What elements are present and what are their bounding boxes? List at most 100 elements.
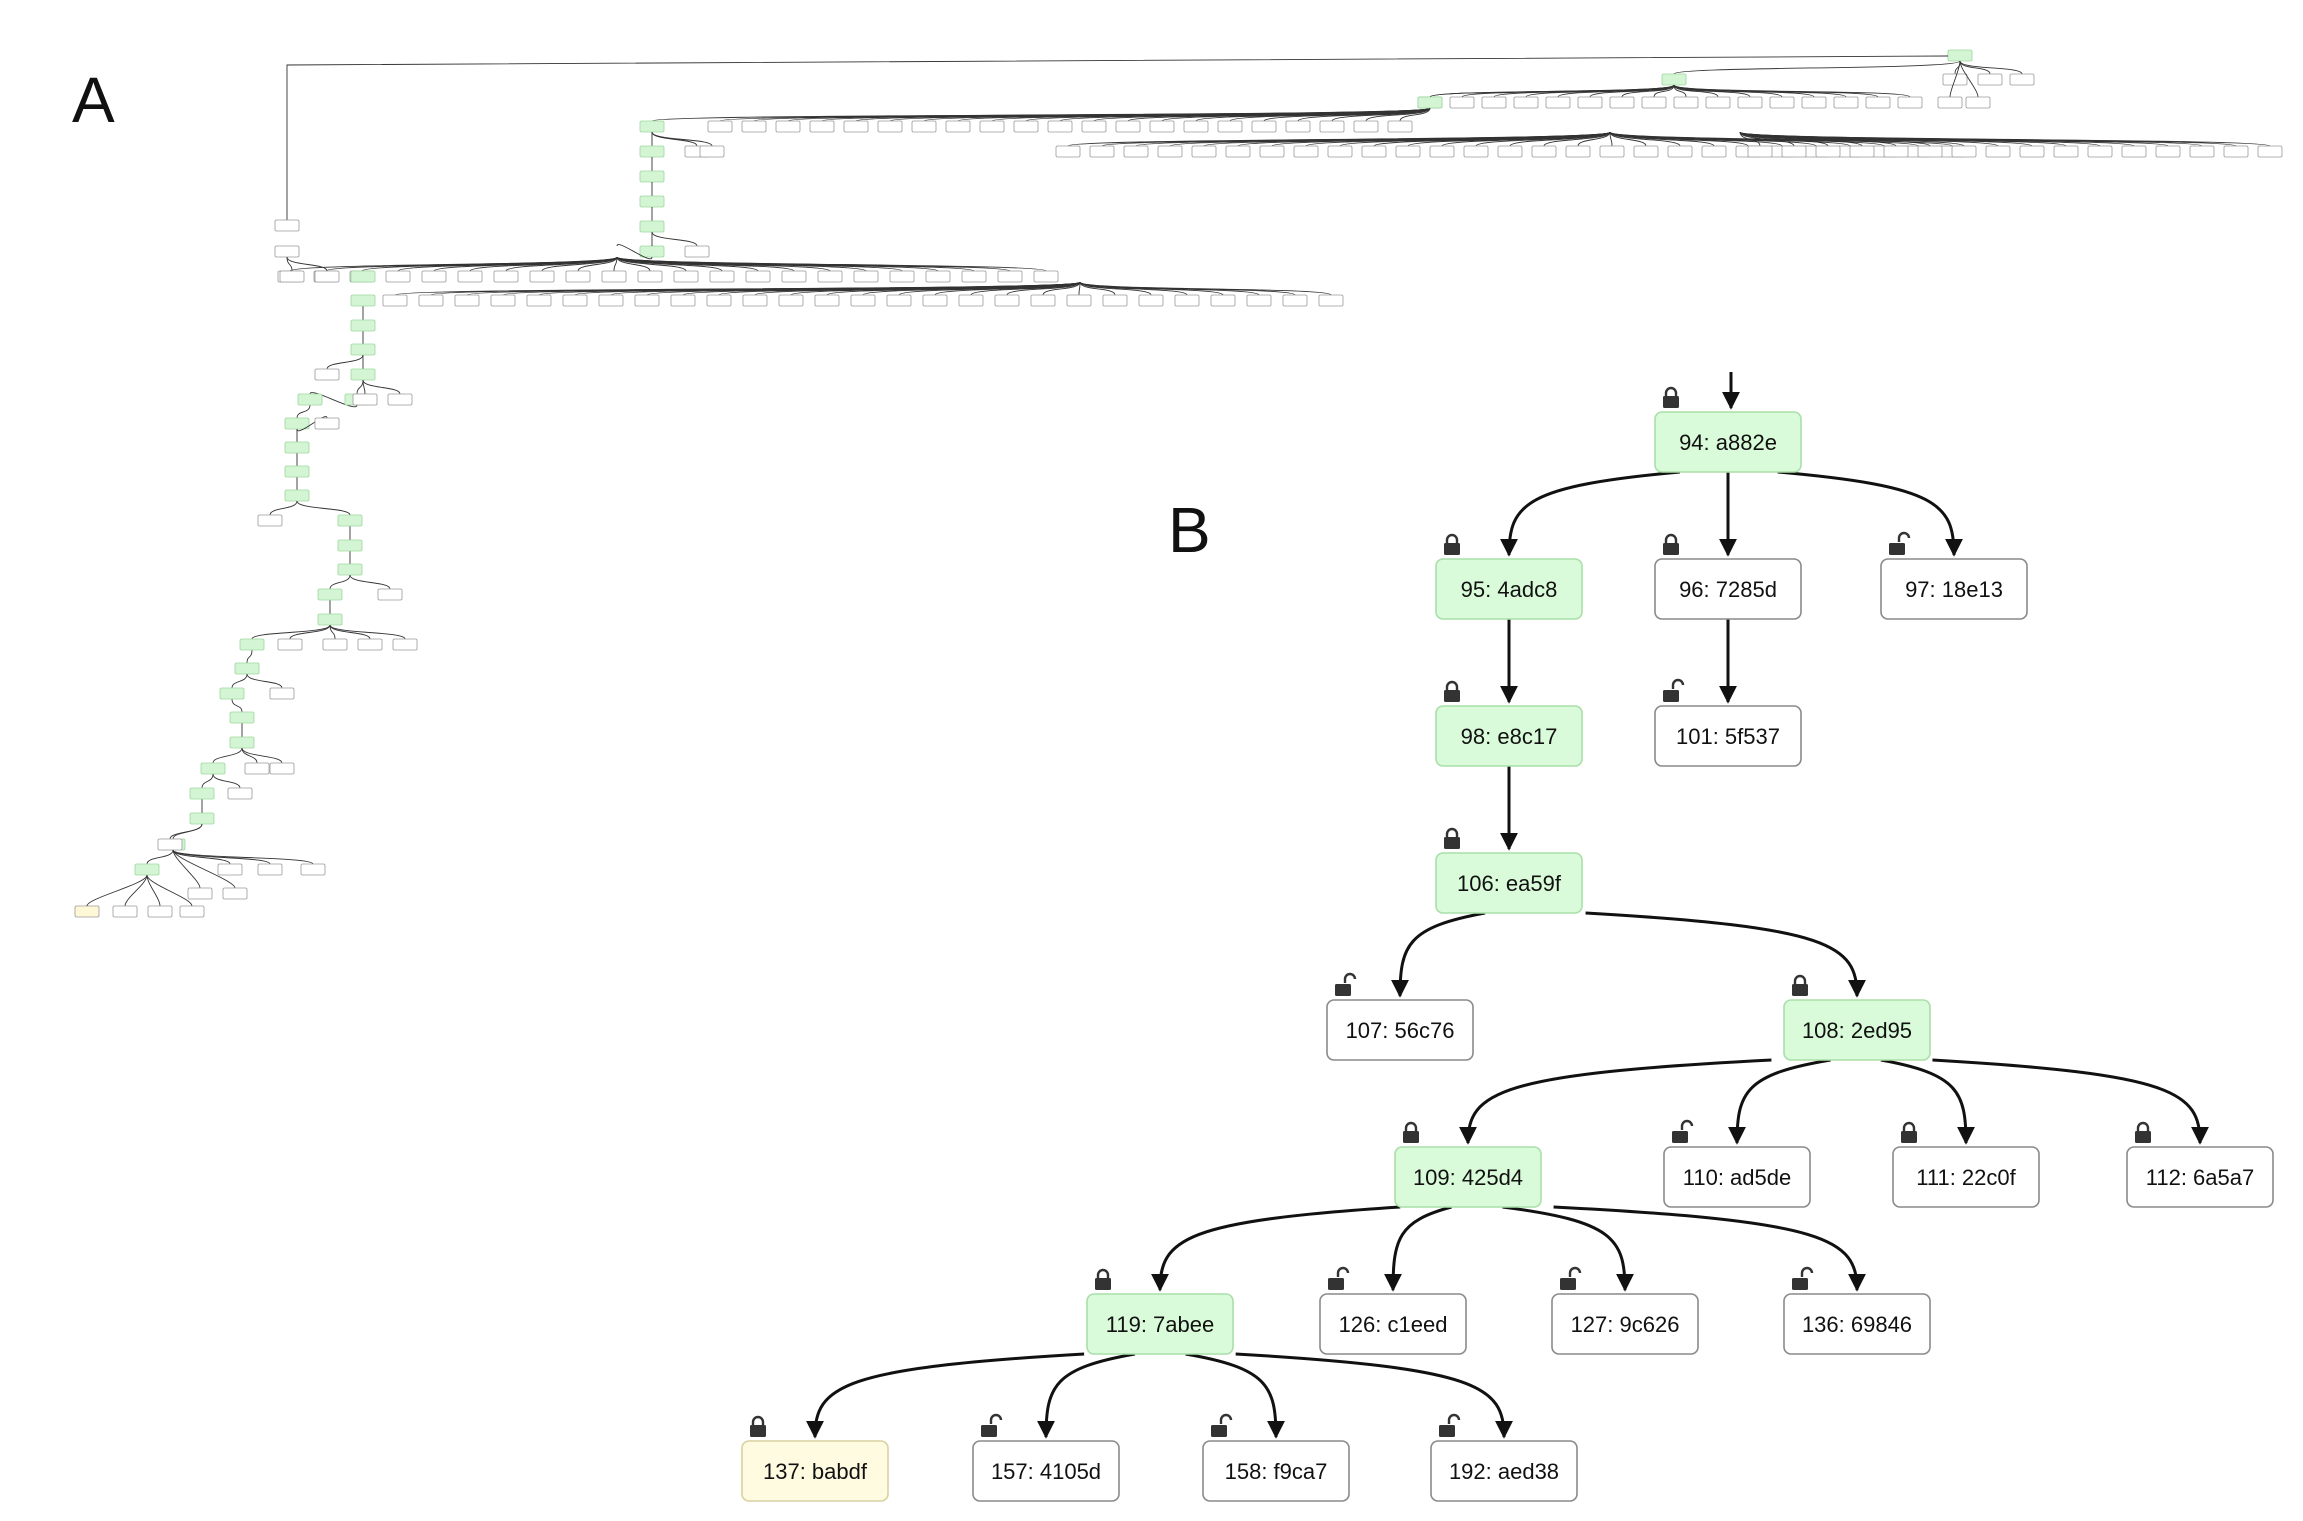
node-110[interactable]: 110: ad5de bbox=[1663, 1119, 1811, 1208]
node-96[interactable]: 96: 7285d bbox=[1654, 533, 1802, 620]
overview-edge bbox=[296, 500, 351, 516]
overview-node bbox=[229, 736, 255, 749]
overview-node bbox=[1013, 120, 1039, 133]
node-111[interactable]: 111: 22c0f bbox=[1892, 1121, 2040, 1208]
overview-node bbox=[493, 270, 519, 283]
overview-node bbox=[1123, 145, 1149, 158]
lock-icon-137 bbox=[750, 1415, 766, 1437]
node-126[interactable]: 126: c1eed bbox=[1319, 1266, 1467, 1355]
node-95[interactable]: 95: 4adc8 bbox=[1435, 533, 1583, 620]
overview-node bbox=[709, 270, 735, 283]
node-136[interactable]: 136: 69846 bbox=[1783, 1266, 1931, 1355]
overview-node bbox=[850, 294, 876, 307]
overview-node bbox=[222, 887, 248, 900]
node-158[interactable]: 158: f9ca7 bbox=[1202, 1413, 1350, 1502]
overview-node bbox=[217, 863, 243, 876]
node-label-108: 108: 2ed95 bbox=[1802, 1018, 1912, 1043]
overview-node bbox=[639, 170, 665, 183]
overview-node bbox=[421, 270, 447, 283]
overview-node bbox=[257, 863, 283, 876]
overview-edge bbox=[201, 773, 214, 789]
overview-node bbox=[1089, 145, 1115, 158]
overview-node bbox=[1833, 96, 1859, 109]
overview-node bbox=[1937, 96, 1963, 109]
node-label-94: 94: a882e bbox=[1679, 430, 1777, 455]
node-label-95: 95: 4adc8 bbox=[1461, 577, 1558, 602]
node-label-111: 111: 22c0f bbox=[1916, 1165, 2016, 1190]
overview-node bbox=[1102, 294, 1128, 307]
edge-109-126 bbox=[1384, 1205, 1452, 1292]
overview-edge bbox=[251, 624, 331, 640]
node-127[interactable]: 127: 9c626 bbox=[1551, 1266, 1699, 1355]
node-109[interactable]: 109: 425d4 bbox=[1394, 1121, 1542, 1208]
overview-edge bbox=[241, 747, 258, 764]
overview-node bbox=[1985, 145, 2011, 158]
overview-node bbox=[781, 270, 807, 283]
overview-node bbox=[350, 319, 376, 332]
overview-node bbox=[337, 514, 363, 527]
overview-node bbox=[274, 245, 300, 258]
node-192[interactable]: 192: aed38 bbox=[1430, 1413, 1578, 1502]
node-106[interactable]: 106: ea59f bbox=[1435, 827, 1583, 914]
node-119[interactable]: 119: 7abee bbox=[1086, 1268, 1234, 1355]
overview-edge bbox=[329, 624, 336, 640]
node-137[interactable]: 137: babdf bbox=[741, 1415, 889, 1502]
overview-edge bbox=[231, 698, 243, 713]
overview-edge bbox=[1949, 60, 1961, 98]
overview-edge bbox=[541, 256, 618, 272]
node-label-126: 126: c1eed bbox=[1339, 1312, 1448, 1337]
node-box-157 bbox=[972, 1440, 1120, 1502]
node-label-110: 110: ad5de bbox=[1683, 1165, 1791, 1190]
overview-node bbox=[1251, 120, 1277, 133]
overview-node bbox=[1897, 96, 1923, 109]
overview-node bbox=[1030, 294, 1056, 307]
overview-node bbox=[269, 762, 295, 775]
edge-109-127 bbox=[1502, 1205, 1634, 1292]
overview-node bbox=[1705, 96, 1731, 109]
overview-edge bbox=[362, 379, 366, 395]
overview-node bbox=[1545, 96, 1571, 109]
overview-node bbox=[284, 489, 310, 502]
edge-106-107 bbox=[1391, 911, 1486, 998]
lock-icon-96 bbox=[1663, 533, 1679, 555]
node-label-136: 136: 69846 bbox=[1802, 1312, 1912, 1337]
overview-edge bbox=[241, 747, 283, 764]
overview-edge bbox=[146, 874, 161, 907]
overview-node bbox=[745, 270, 771, 283]
overview-node bbox=[1769, 96, 1795, 109]
overview-edge bbox=[1739, 131, 2271, 147]
overview-node bbox=[1781, 145, 1807, 158]
overview-node bbox=[1667, 145, 1693, 158]
edge-108-109 bbox=[1459, 1058, 1772, 1145]
overview-edge bbox=[1006, 281, 1081, 296]
overview-node bbox=[1047, 120, 1073, 133]
node-157[interactable]: 157: 4105d bbox=[972, 1413, 1120, 1502]
node-box-109 bbox=[1394, 1146, 1542, 1208]
overview-node bbox=[387, 393, 413, 406]
node-94[interactable]: 94: a882e bbox=[1654, 386, 1802, 473]
node-box-192 bbox=[1430, 1440, 1578, 1502]
overview-node bbox=[1387, 120, 1413, 133]
overview-node bbox=[1327, 145, 1353, 158]
overview-node bbox=[945, 120, 971, 133]
panel-a-label: A bbox=[72, 64, 115, 136]
node-97[interactable]: 97: 18e13 bbox=[1880, 531, 2028, 620]
overview-edge bbox=[1078, 281, 1081, 296]
overview-edge bbox=[1297, 107, 1431, 122]
overview-edge bbox=[505, 256, 618, 272]
overview-node bbox=[187, 887, 213, 900]
overview-edge bbox=[86, 874, 148, 907]
overview-node bbox=[1353, 120, 1379, 133]
overview-node bbox=[958, 294, 984, 307]
node-107[interactable]: 107: 56c76 bbox=[1326, 972, 1474, 1061]
node-101[interactable]: 101: 5f537 bbox=[1654, 678, 1802, 767]
node-box-96 bbox=[1654, 558, 1802, 620]
node-112[interactable]: 112: 6a5a7 bbox=[2126, 1121, 2274, 1208]
edge-108-112 bbox=[1932, 1058, 2209, 1145]
node-108[interactable]: 108: 2ed95 bbox=[1783, 974, 1931, 1061]
overview-node bbox=[1395, 145, 1421, 158]
node-98[interactable]: 98: e8c17 bbox=[1435, 680, 1583, 767]
overview-node bbox=[598, 294, 624, 307]
edge-108-111 bbox=[1880, 1058, 1975, 1145]
overview-node bbox=[385, 270, 411, 283]
